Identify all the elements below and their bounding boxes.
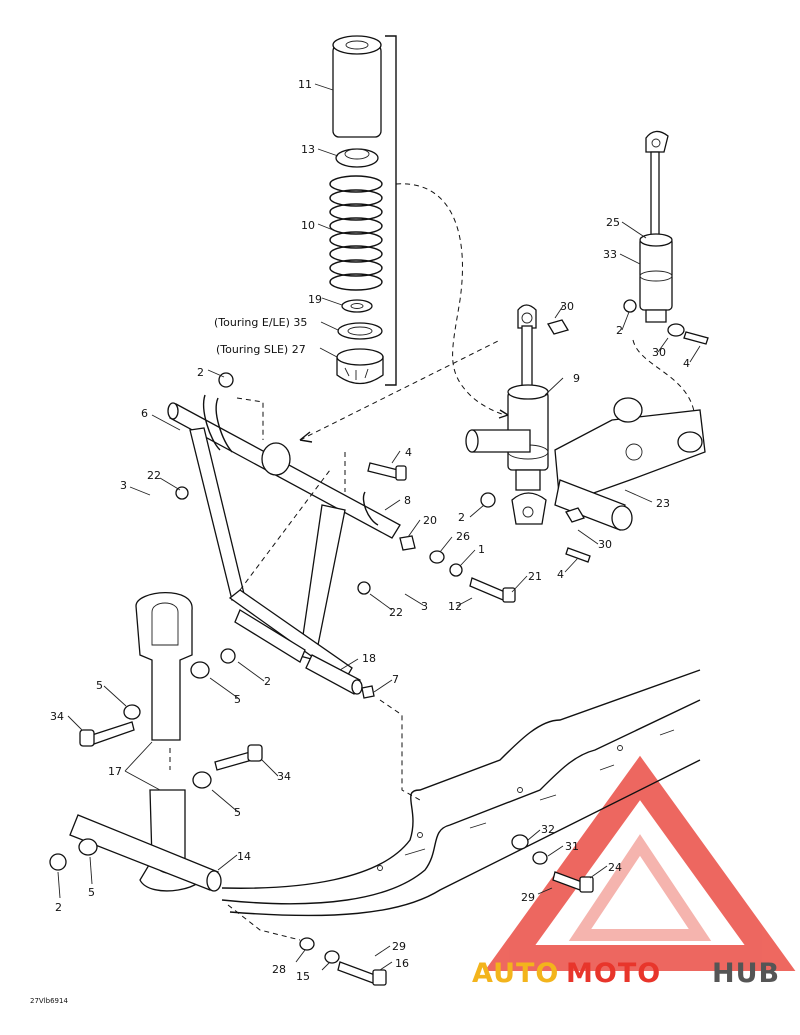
label-33: 33 bbox=[603, 248, 617, 261]
label-29-b: 29 bbox=[392, 940, 406, 953]
label-28: 28 bbox=[272, 963, 286, 976]
label-18: 18 bbox=[362, 652, 376, 665]
label-11: 11 bbox=[298, 78, 312, 91]
rear-arm bbox=[465, 397, 706, 563]
label-3-b: 3 bbox=[421, 600, 428, 613]
label-6: 6 bbox=[141, 407, 148, 420]
label-25: 25 bbox=[606, 216, 620, 229]
drawing-code: 27Vlb6914 bbox=[30, 997, 68, 1005]
label-17: 17 bbox=[108, 765, 122, 778]
wordmark-hub: HUB bbox=[712, 958, 780, 989]
label-2-e: 2 bbox=[55, 901, 62, 914]
assembly-guides bbox=[169, 339, 501, 941]
right-shock bbox=[623, 130, 709, 434]
label-9: 9 bbox=[573, 372, 580, 385]
label-5-c: 5 bbox=[234, 806, 241, 819]
rear-shock-exploded bbox=[329, 35, 510, 419]
label-13: 13 bbox=[301, 143, 315, 156]
label-19: 19 bbox=[308, 293, 322, 306]
label-31: 31 bbox=[565, 840, 579, 853]
label-34-b: 34 bbox=[277, 770, 291, 783]
label-10: 10 bbox=[301, 219, 315, 232]
label-29-a: 29 bbox=[521, 891, 535, 904]
label-23: 23 bbox=[656, 497, 670, 510]
label-30-a: 30 bbox=[560, 300, 574, 313]
label-4-c: 4 bbox=[557, 568, 564, 581]
label-35: (Touring E/LE) 35 bbox=[214, 316, 307, 329]
wordmark-auto: AUTO bbox=[472, 958, 559, 989]
label-30-c: 30 bbox=[598, 538, 612, 551]
label-5-b: 5 bbox=[234, 693, 241, 706]
link-plates bbox=[49, 592, 263, 892]
label-5-a: 5 bbox=[96, 679, 103, 692]
label-2-a: 2 bbox=[197, 366, 204, 379]
label-4-a: 4 bbox=[405, 446, 412, 459]
automotohub-wordmark: AUTO MOTO HUB bbox=[472, 958, 780, 989]
label-34-a: 34 bbox=[50, 710, 64, 723]
label-7: 7 bbox=[392, 673, 399, 686]
label-20: 20 bbox=[423, 514, 437, 527]
label-22-b: 22 bbox=[389, 606, 403, 619]
automotohub-logo bbox=[484, 755, 796, 971]
front-arm bbox=[167, 372, 516, 699]
label-1: 1 bbox=[478, 543, 485, 556]
label-8: 8 bbox=[404, 494, 411, 507]
label-2-b: 2 bbox=[616, 324, 623, 337]
slide-rail bbox=[221, 669, 701, 986]
label-16: 16 bbox=[395, 957, 409, 970]
label-3-a: 3 bbox=[120, 479, 127, 492]
label-4-b: 4 bbox=[683, 357, 690, 370]
label-22-a: 22 bbox=[147, 469, 161, 482]
label-30-b: 30 bbox=[652, 346, 666, 359]
label-26: 26 bbox=[456, 530, 470, 543]
label-24: 24 bbox=[608, 861, 622, 874]
label-14: 14 bbox=[237, 850, 251, 863]
leader-lines bbox=[57, 83, 701, 971]
label-12: 12 bbox=[448, 600, 462, 613]
label-21: 21 bbox=[528, 570, 542, 583]
label-15: 15 bbox=[296, 970, 310, 983]
label-5-d: 5 bbox=[88, 886, 95, 899]
label-2-c: 2 bbox=[458, 511, 465, 524]
wordmark-moto: MOTO bbox=[566, 958, 661, 989]
part-labels: 11 13 10 19 (Touring E/LE) 35 (Touring S… bbox=[30, 78, 690, 1005]
label-2-d: 2 bbox=[264, 675, 271, 688]
label-32: 32 bbox=[541, 823, 555, 836]
label-27: (Touring SLE) 27 bbox=[216, 343, 306, 356]
spring-coils bbox=[329, 175, 383, 291]
